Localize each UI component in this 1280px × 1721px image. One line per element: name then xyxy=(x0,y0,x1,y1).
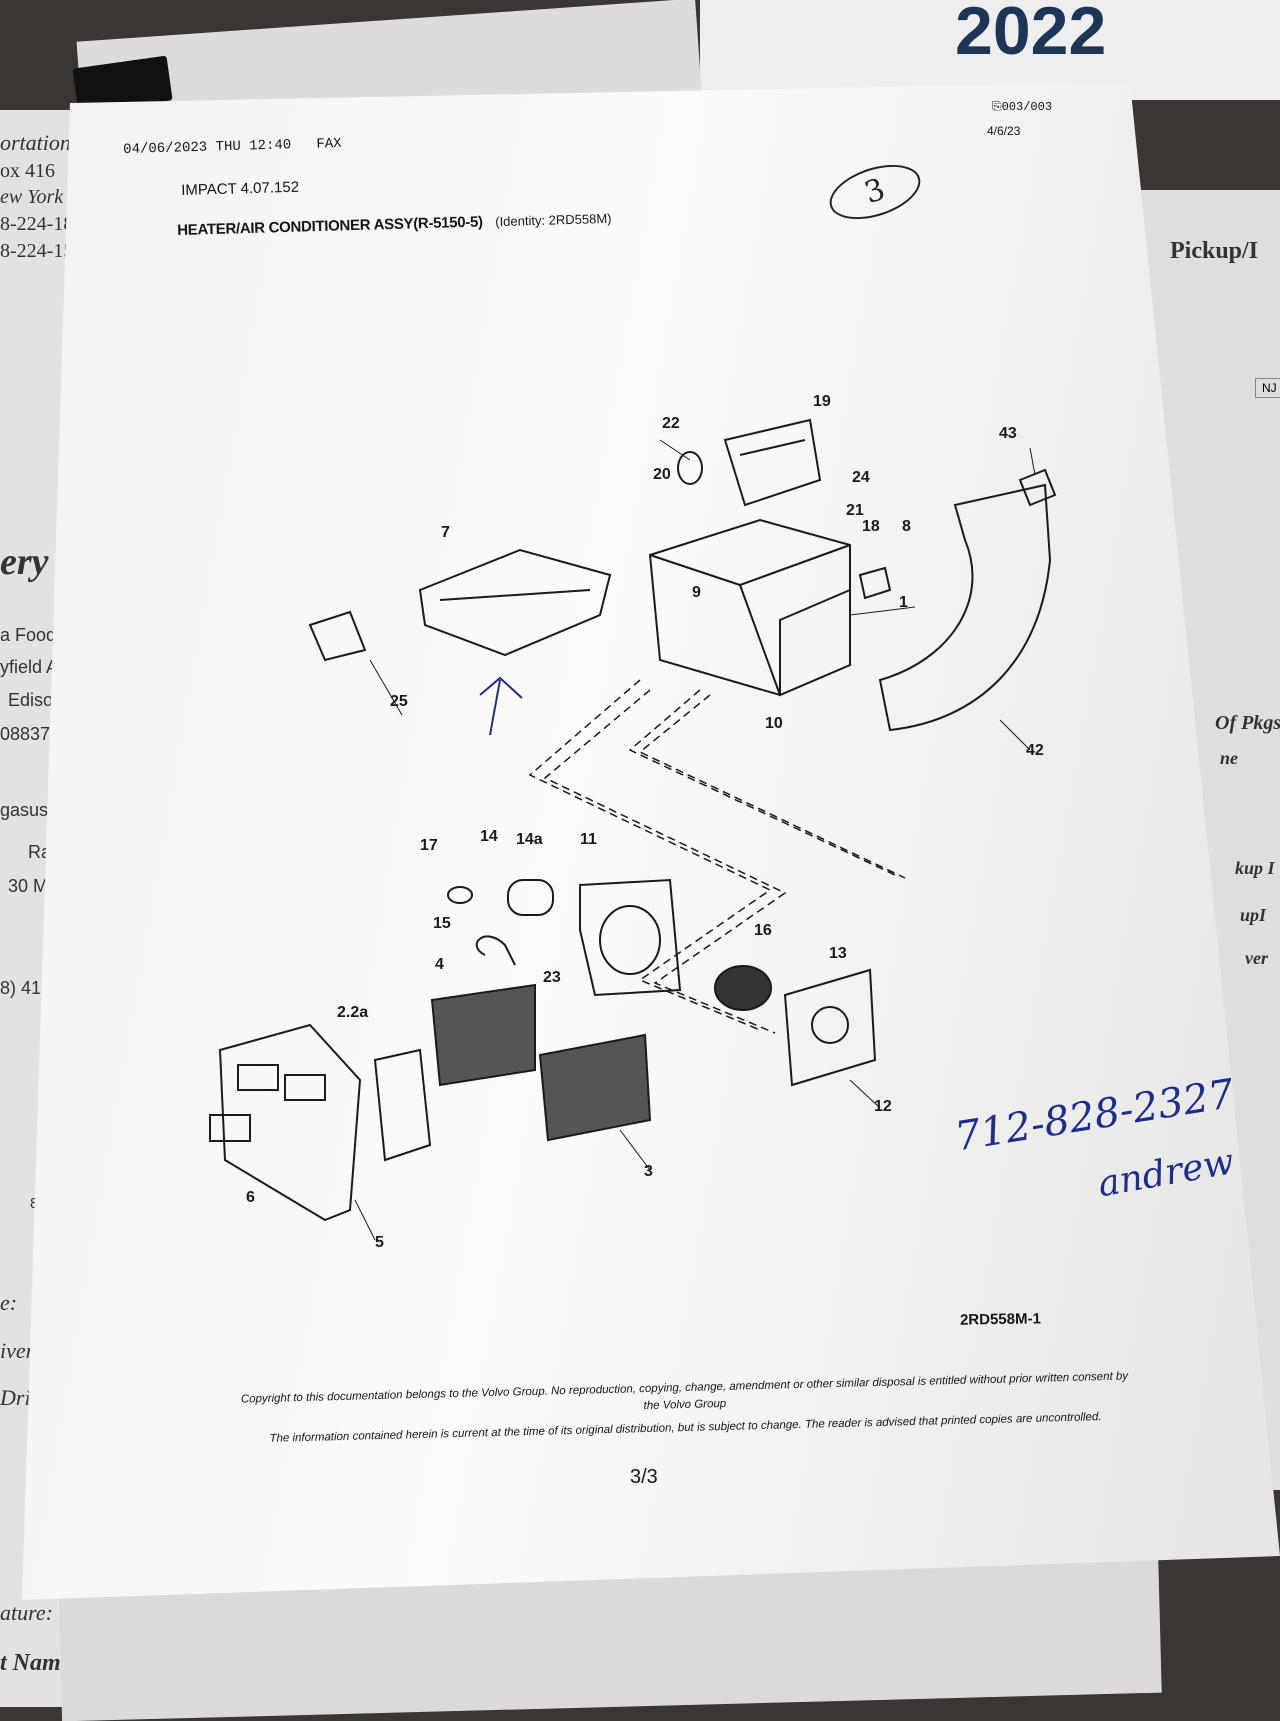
fan-housing xyxy=(579,878,682,997)
form-field: NJ xyxy=(1255,378,1280,398)
part-label: 3 xyxy=(644,1163,653,1180)
page-counter-text: 003/003 xyxy=(1001,100,1053,114)
heater-core xyxy=(430,983,536,1087)
part-label: 22 xyxy=(662,415,680,432)
leader-lines xyxy=(354,439,1036,1241)
form-text: ox 416 xyxy=(0,160,55,182)
cover-plate xyxy=(783,968,877,1087)
part-label: 18 xyxy=(862,518,880,535)
part-label: 43 xyxy=(999,425,1017,442)
part-label: 23 xyxy=(543,969,561,986)
part-label: 4 xyxy=(435,956,444,973)
fax-icon: ⎘ xyxy=(992,100,1002,114)
part-label: 24 xyxy=(852,469,870,486)
part-label: 13 xyxy=(829,945,847,962)
part-label: 21 xyxy=(846,502,864,519)
connector xyxy=(308,610,367,662)
form-label: Dri xyxy=(0,1385,31,1410)
front-housing xyxy=(209,1023,362,1222)
background-calendar: 2022 xyxy=(700,0,1280,100)
part-label: 2.2a xyxy=(337,1004,369,1021)
filter-panel xyxy=(373,1048,432,1162)
form-text: ortation. xyxy=(0,130,77,155)
figure-id: 2RD558M-1 xyxy=(959,1310,1042,1329)
form-heading: Pickup/I xyxy=(1170,238,1259,264)
part-label: 42 xyxy=(1026,742,1044,759)
form-field: Edison xyxy=(8,690,64,710)
form-label: upI xyxy=(1240,905,1267,925)
form-field: a Food xyxy=(0,625,57,645)
form-label: Of Pkgs xyxy=(1215,712,1280,734)
evaporator-core xyxy=(538,1033,652,1142)
form-text: 8-224-15 xyxy=(0,240,74,262)
part-label: 1 xyxy=(899,594,908,611)
form-label: e: xyxy=(0,1290,18,1315)
small-parts xyxy=(677,451,1057,600)
blower-housing-top xyxy=(723,418,822,507)
part-label: 6 xyxy=(246,1189,255,1206)
air-filter-cover xyxy=(418,548,612,657)
part-label: 14a xyxy=(516,831,543,848)
part-label: 20 xyxy=(653,466,671,483)
part-label: 12 xyxy=(874,1098,892,1115)
part-label: 17 xyxy=(420,837,438,854)
form-label: iver xyxy=(0,1338,35,1363)
part-label: 7 xyxy=(441,524,450,541)
form-field: 08837- xyxy=(0,724,57,744)
form-label: kup I xyxy=(1235,858,1275,878)
fax-page-counter: ⎘003/003 xyxy=(992,100,1052,114)
part-label: 10 xyxy=(765,715,783,732)
part-label: 11 xyxy=(580,831,597,848)
page-number: 3/3 xyxy=(630,1466,658,1488)
part-label: 15 xyxy=(433,915,451,932)
part-label: 8 xyxy=(902,518,911,535)
air-ducts xyxy=(528,679,906,1034)
date-stamp: 4/6/23 xyxy=(987,124,1021,138)
part-label: 16 xyxy=(754,922,772,939)
part-label: 5 xyxy=(375,1234,384,1251)
form-label: ature: xyxy=(0,1600,53,1625)
form-text: ew York xyxy=(0,186,64,208)
side-duct xyxy=(878,483,1052,732)
blower-wheel xyxy=(714,965,772,1011)
main-housing xyxy=(648,518,851,697)
part-label: 14 xyxy=(480,828,498,845)
form-label: ver xyxy=(1245,948,1268,968)
blower-motor xyxy=(447,879,554,966)
part-label: 19 xyxy=(813,393,831,410)
handwritten-arrow-icon xyxy=(479,676,523,736)
calendar-year: 2022 xyxy=(955,0,1107,69)
part-label: 9 xyxy=(692,584,701,601)
part-label: 25 xyxy=(390,693,408,710)
form-text: 8-224-18 xyxy=(0,213,74,235)
form-label: ne xyxy=(1220,748,1238,768)
